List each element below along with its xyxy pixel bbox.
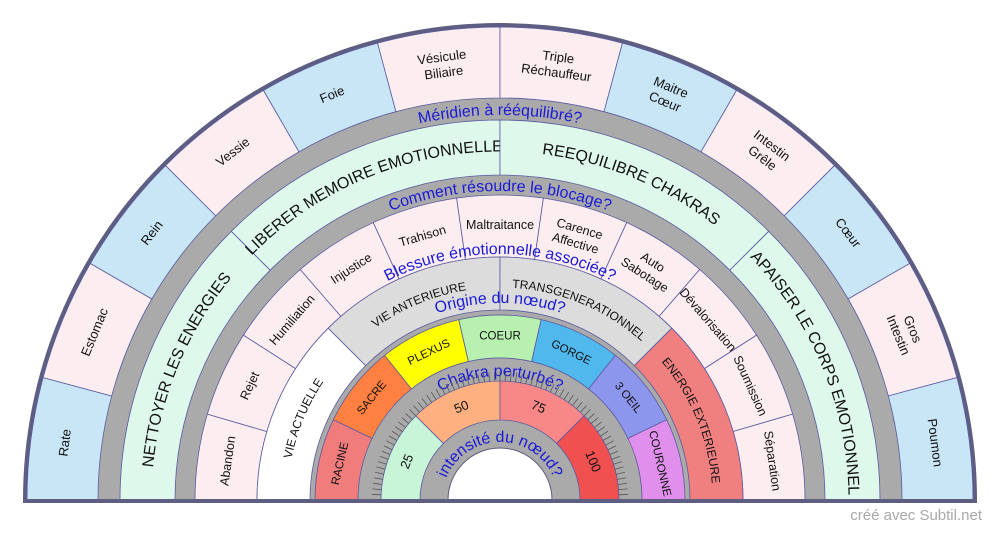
chakras-label: COEUR [479, 331, 521, 343]
ring-meridiens: RateEstomacReinVessieFoieVésiculeBiliair… [26, 26, 974, 501]
intensite-label: 50 [452, 397, 471, 416]
intensite-label: 25 [397, 452, 416, 471]
meridiens-label: VésiculeBiliaire [416, 47, 469, 84]
blessures-label: Maltraitance [466, 218, 534, 232]
intensite-label: 75 [529, 397, 548, 416]
meridiens-label: Rate [56, 428, 74, 457]
intensity-ticks [372, 372, 628, 501]
base-line [23, 499, 977, 503]
credit-text: créé avec Subtil.net [850, 507, 982, 524]
meridiens-label: Poumon [924, 418, 945, 468]
